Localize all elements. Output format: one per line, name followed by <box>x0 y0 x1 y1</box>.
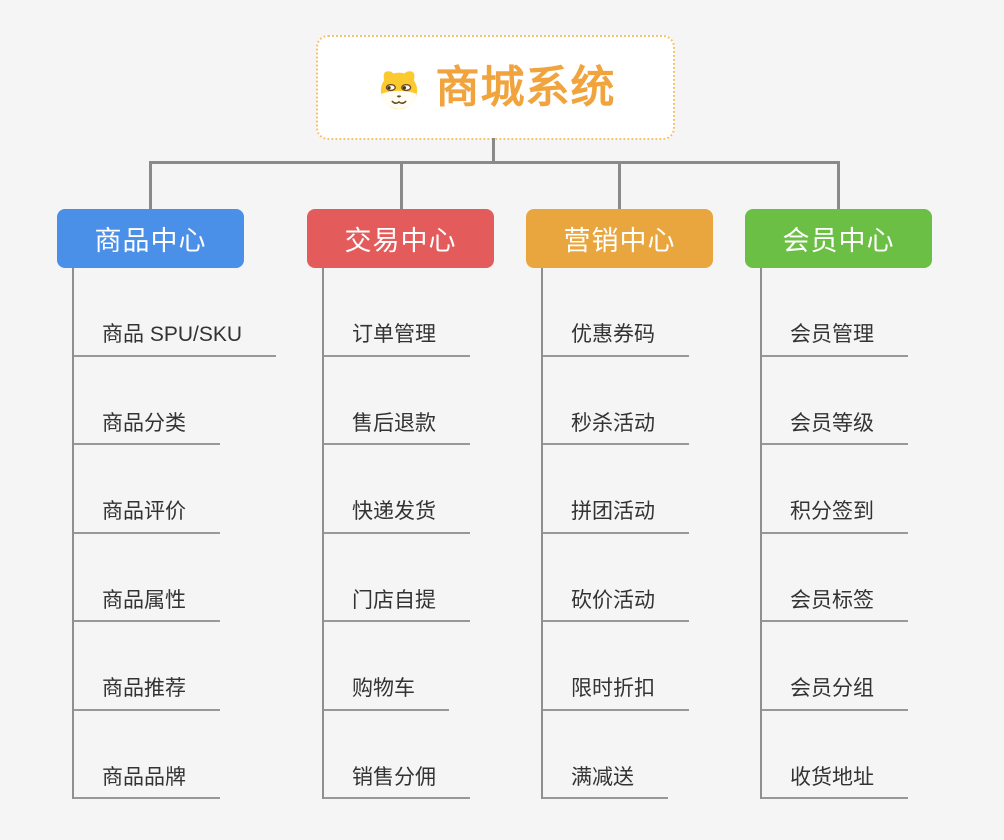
leaf-item[interactable]: 商品品牌 <box>74 711 220 799</box>
leaf-item[interactable]: 门店自提 <box>324 534 470 622</box>
branch-node-member-center[interactable]: 会员中心 <box>745 209 932 268</box>
leaf-item[interactable]: 拼团活动 <box>543 445 689 534</box>
leaf-item[interactable]: 商品分类 <box>74 357 220 445</box>
leaf-item[interactable]: 会员等级 <box>762 357 908 445</box>
root-node-mall-system[interactable]: 商城系统 <box>316 35 675 140</box>
leaf-item[interactable]: 销售分佣 <box>324 711 470 799</box>
connector-drop-trade-center <box>400 161 403 209</box>
leaf-item[interactable]: 售后退款 <box>324 357 470 445</box>
dog-face-icon <box>380 70 417 109</box>
connector-drop-marketing-center <box>618 161 621 209</box>
connector-drop-member-center <box>837 161 840 209</box>
leaf-item[interactable]: 砍价活动 <box>543 534 689 622</box>
leaf-item[interactable]: 满减送 <box>543 711 668 799</box>
branch-node-marketing-center[interactable]: 营销中心 <box>526 209 713 268</box>
connector-root-drop <box>492 138 495 164</box>
leaf-item[interactable]: 秒杀活动 <box>543 357 689 445</box>
connector-horizontal-bus <box>149 161 840 164</box>
leaf-item[interactable]: 快递发货 <box>324 445 470 534</box>
leaf-item[interactable]: 会员标签 <box>762 534 908 622</box>
leaf-item[interactable]: 商品属性 <box>74 534 220 622</box>
branch-column-member-center: 会员管理 会员等级 积分签到 会员标签 会员分组 收货地址 <box>760 268 908 799</box>
leaf-item[interactable]: 优惠券码 <box>543 268 689 357</box>
leaf-item[interactable]: 收货地址 <box>762 711 908 799</box>
leaf-item[interactable]: 商品推荐 <box>74 622 220 711</box>
branch-node-product-center[interactable]: 商品中心 <box>57 209 244 268</box>
leaf-item[interactable]: 购物车 <box>324 622 449 711</box>
branch-column-product-center: 商品 SPU/SKU 商品分类 商品评价 商品属性 商品推荐 商品品牌 <box>72 268 277 799</box>
root-node-title: 商城系统 <box>435 62 616 112</box>
leaf-item[interactable]: 订单管理 <box>324 268 470 357</box>
connector-drop-product-center <box>149 161 152 209</box>
leaf-item[interactable]: 积分签到 <box>762 445 908 534</box>
leaf-item[interactable]: 商品评价 <box>74 445 220 534</box>
branch-column-trade-center: 订单管理 售后退款 快递发货 门店自提 购物车 销售分佣 <box>322 268 470 799</box>
leaf-item[interactable]: 会员管理 <box>762 268 908 357</box>
branch-column-marketing-center: 优惠券码 秒杀活动 拼团活动 砍价活动 限时折扣 满减送 <box>541 268 689 799</box>
leaf-item[interactable]: 商品 SPU/SKU <box>74 268 277 357</box>
leaf-item[interactable]: 限时折扣 <box>543 622 689 711</box>
branch-node-trade-center[interactable]: 交易中心 <box>307 209 494 268</box>
leaf-item[interactable]: 会员分组 <box>762 622 908 711</box>
